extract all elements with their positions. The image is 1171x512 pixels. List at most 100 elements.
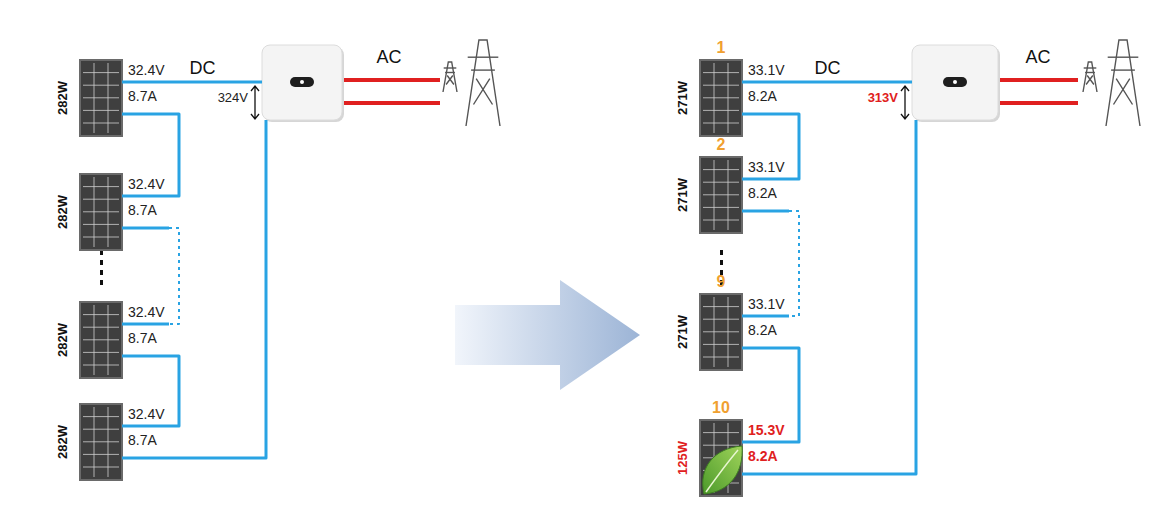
solar-panel — [80, 404, 122, 480]
power-label: 282W — [56, 425, 70, 459]
ac-label: AC — [1024, 47, 1051, 67]
wire-stub — [122, 355, 169, 358]
pylon — [443, 62, 457, 92]
current-label: 8.7A — [128, 330, 157, 346]
voltage-label: 32.4V — [128, 304, 165, 320]
inverter-graphic — [846, 40, 1002, 126]
module-number: 9 — [700, 273, 742, 291]
transition-arrow — [455, 280, 640, 390]
dc-voltage-label: 313V — [868, 90, 898, 106]
dc-wire — [169, 114, 179, 196]
wire-stub — [742, 315, 789, 318]
current-label: 8.7A — [128, 432, 157, 448]
panel-cells — [83, 305, 119, 375]
pv-module: 282W 32.4V 8.7A — [52, 402, 169, 482]
wire-stub — [742, 441, 789, 444]
wire-label: DC — [814, 58, 842, 78]
inverter: 324V — [216, 40, 346, 126]
voltage-label: 33.1V — [748, 62, 785, 78]
power-label-holder: 271W — [672, 157, 694, 233]
wire-stub — [915, 120, 918, 126]
ellipsis-dots — [100, 250, 723, 285]
inverter-indicator — [943, 77, 967, 87]
wire-stub — [122, 323, 169, 326]
power-label: 271W — [676, 81, 690, 115]
dc-wire — [789, 126, 916, 474]
panel-cells — [703, 423, 739, 493]
wire-stub — [122, 227, 169, 230]
panel-cells — [83, 407, 119, 477]
power-label: 282W — [56, 195, 70, 229]
wire-stub — [122, 195, 169, 198]
power-label-holder: 271W — [672, 60, 694, 136]
dc-wire — [789, 81, 846, 84]
module-number: 10 — [700, 399, 742, 417]
panel-cells — [83, 177, 119, 247]
pv-module: 282W 32.4V 8.7A — [52, 300, 169, 380]
power-label-holder: 271W — [672, 294, 694, 370]
solar-panel — [80, 302, 122, 378]
solar-panel — [700, 60, 742, 136]
wire-stub — [122, 457, 169, 460]
dc-wire — [169, 228, 179, 324]
module-number: 2 — [700, 136, 742, 154]
solar-panel — [700, 420, 742, 496]
power-label: 271W — [676, 315, 690, 349]
voltage-arrow — [901, 86, 909, 119]
voltage-label: 33.1V — [748, 296, 785, 312]
voltage-label: 33.1V — [748, 159, 785, 175]
leaf-vein — [706, 450, 738, 492]
power-label: 271W — [676, 178, 690, 212]
panel-cells — [83, 63, 119, 133]
panel-cells — [703, 160, 739, 230]
voltage-label: 32.4V — [128, 176, 165, 192]
inverter-box — [262, 45, 342, 120]
power-label: 282W — [56, 323, 70, 357]
dc-wire — [789, 211, 799, 316]
wire-stub — [122, 425, 169, 428]
pv-module: 1 271W 33.1V 8.2A — [672, 38, 789, 138]
dc-wire — [169, 356, 179, 426]
solar-panel — [700, 294, 742, 370]
inverter-indicator — [290, 77, 314, 87]
pv-module: 2 271W 33.1V 8.2A — [672, 135, 789, 235]
pv-module: 282W32.4V8.7A — [52, 172, 169, 252]
pylon — [466, 40, 500, 126]
power-label: 282W — [56, 81, 70, 115]
wire-stub — [742, 347, 789, 350]
inverter-box — [912, 45, 998, 120]
pv-module: 282W32.4V8.7A — [52, 58, 169, 138]
indicator-dot — [953, 80, 957, 84]
indicator-dot — [300, 80, 304, 84]
power-label-holder: 282W — [52, 302, 74, 378]
panel-cells — [703, 63, 739, 133]
leaf-shape — [703, 446, 742, 494]
voltage-label: 15.3V — [748, 422, 785, 438]
wire-stub — [122, 113, 169, 116]
voltage-label: 32.4V — [128, 406, 165, 422]
wire-stub — [742, 113, 789, 116]
voltage-arrow — [251, 86, 259, 119]
dc-voltage-label: 324V — [218, 90, 248, 106]
power-label-holder: 282W — [52, 404, 74, 480]
ac-label: AC — [375, 47, 402, 67]
current-label: 8.2A — [748, 185, 777, 201]
current-label: 8.7A — [128, 88, 157, 104]
dc-wire — [169, 126, 266, 458]
module-number: 1 — [700, 39, 742, 57]
wire-stub — [216, 81, 262, 84]
wire-stub — [265, 120, 268, 126]
power-label-holder: 282W — [52, 60, 74, 136]
pv-module: 10125W15.3V8.2A — [672, 398, 789, 498]
pv-module: 9271W33.1V8.2A — [672, 272, 789, 372]
dc-wire — [169, 81, 216, 84]
solar-panel — [80, 174, 122, 250]
dc-wire — [789, 114, 799, 179]
inverter: 313V — [846, 40, 1002, 126]
pylon — [1083, 62, 1097, 92]
current-label: 8.2A — [748, 88, 777, 104]
wire-stub — [742, 178, 789, 181]
